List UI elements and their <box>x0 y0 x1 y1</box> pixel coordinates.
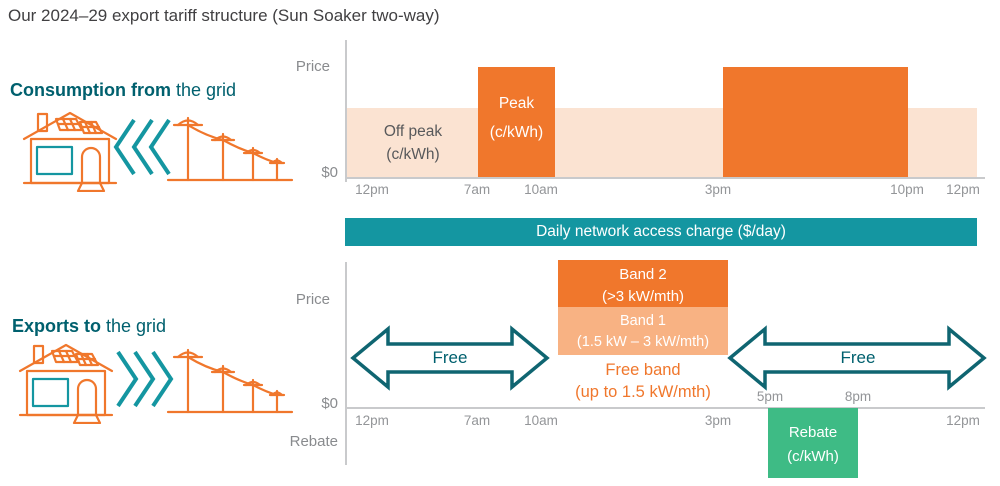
peak-label-line2: (c/kWh) <box>489 124 544 141</box>
exports-heading-rest: the grid <box>101 316 167 336</box>
x-tick-label: 10am <box>524 182 558 197</box>
offpeak-label-line2: (c/kWh) <box>386 146 440 164</box>
x-tick-label: 3pm <box>704 413 732 428</box>
freeband-line2: (up to 1.5 kW/mth) <box>575 383 711 402</box>
freeband-label: Free band (up to 1.5 kW/mth) <box>575 359 711 404</box>
flow-left-chevrons-icon <box>113 118 171 176</box>
consumption-heading-bold: Consumption from <box>10 80 171 100</box>
rebate-tick-label: 5pm <box>756 389 784 404</box>
band1-line2: (1.5 kW – 3 kW/mth) <box>576 334 710 351</box>
free-arrow-right-icon <box>727 325 987 391</box>
offpeak-label-line1: Off peak <box>383 123 443 140</box>
band2-line1: Band 2 <box>619 266 667 283</box>
bottom-chart-y-label: Price <box>295 291 330 308</box>
rebate-line2: (c/kWh) <box>787 448 839 465</box>
power-poles-icon <box>166 348 294 414</box>
x-tick-label: 12pm <box>946 182 980 197</box>
offpeak-label: Off peak (c/kWh) <box>384 120 442 167</box>
x-tick-label: 3pm <box>704 182 732 197</box>
peak-bar-morning: Peak (c/kWh) <box>478 67 555 177</box>
peak-bar-evening <box>723 67 908 177</box>
exports-heading: Exports to the grid <box>12 316 166 337</box>
top-chart-y-label: Price <box>295 58 330 75</box>
power-poles-icon <box>166 116 294 182</box>
rebate-axis-label: Rebate <box>289 433 338 450</box>
bottom-chart-y-axis <box>345 262 347 465</box>
rebate-box: Rebate (c/kWh) <box>768 408 858 478</box>
consumption-heading: Consumption from the grid <box>10 80 236 101</box>
consumption-heading-rest: the grid <box>170 80 237 100</box>
daily-access-charge-label: Daily network access charge ($/day) <box>536 223 786 240</box>
house-icon <box>18 343 114 424</box>
free-arrow-left-icon <box>350 325 550 391</box>
x-tick-label: 12pm <box>946 413 980 428</box>
rebate-tick-label: 8pm <box>844 389 872 404</box>
exports-heading-bold: Exports to <box>12 316 102 336</box>
rebate-line1: Rebate <box>788 424 838 441</box>
page-title: Our 2024–29 export tariff structure (Sun… <box>8 6 440 25</box>
peak-label-line1: Peak <box>498 95 535 112</box>
x-tick-label: 7am <box>463 182 491 197</box>
top-chart-x-axis <box>345 177 985 179</box>
house-icon <box>22 111 118 192</box>
free-left-label: Free <box>432 348 468 367</box>
bottom-chart-x-axis <box>345 407 985 409</box>
daily-access-charge-banner: Daily network access charge ($/day) <box>345 218 977 246</box>
freeband-line1: Free band <box>605 361 681 379</box>
top-chart-y-axis <box>345 40 347 182</box>
bottom-chart-zero-label: $0 <box>321 395 338 412</box>
band1-line1: Band 1 <box>620 313 666 329</box>
top-chart-zero-label: $0 <box>321 164 338 181</box>
x-tick-label: 12pm <box>355 413 389 428</box>
x-tick-label: 10pm <box>890 182 924 197</box>
band1-box: Band 1 (1.5 kW – 3 kW/mth) <box>558 307 728 355</box>
band2-line2: (>3 kW/mth) <box>601 287 685 305</box>
x-tick-label: 7am <box>463 413 491 428</box>
flow-right-chevrons-icon <box>116 350 174 408</box>
x-tick-label: 12pm <box>355 182 389 197</box>
x-tick-label: 10am <box>524 413 558 428</box>
band2-box: Band 2 (>3 kW/mth) <box>558 260 728 307</box>
free-right-label: Free <box>840 348 876 367</box>
